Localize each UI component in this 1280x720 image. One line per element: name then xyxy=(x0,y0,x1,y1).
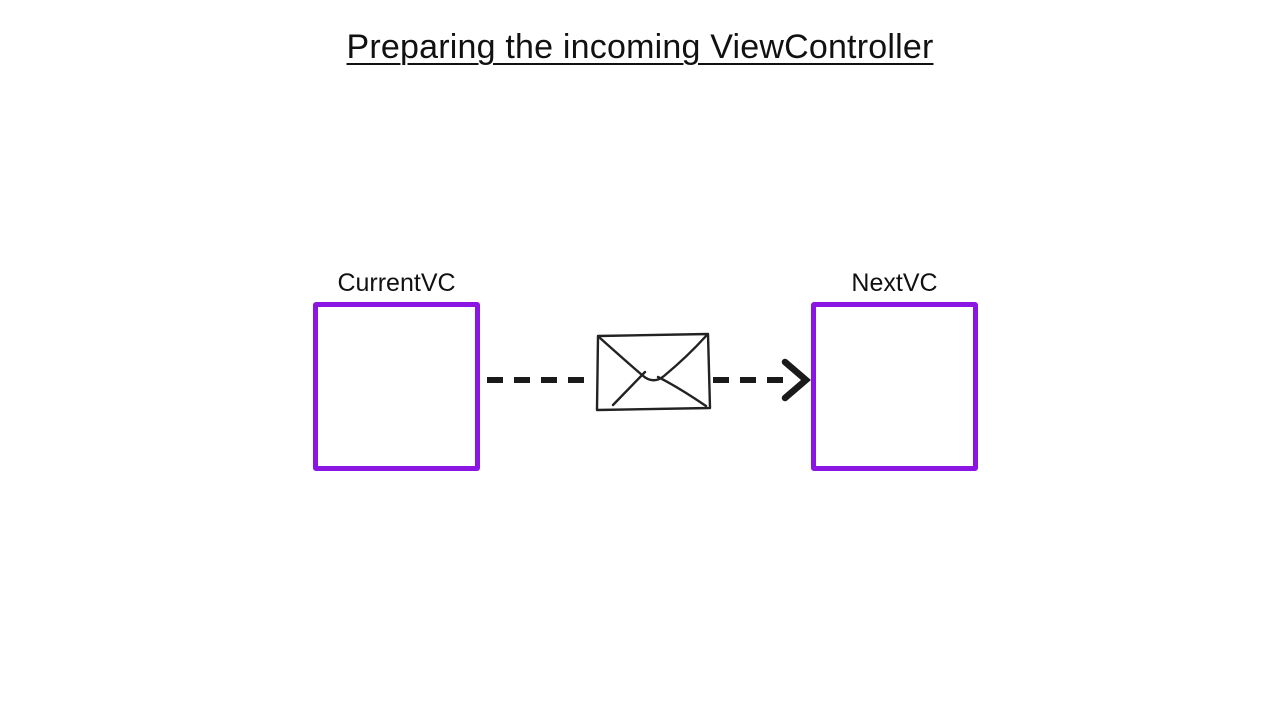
dashed-arrow-connector xyxy=(487,332,811,412)
page-title: Preparing the incoming ViewController xyxy=(346,28,934,66)
next-vc-box xyxy=(811,302,978,471)
current-vc-box xyxy=(313,302,480,471)
next-vc-label: NextVC xyxy=(851,269,938,297)
envelope-icon xyxy=(595,332,712,412)
current-vc-label: CurrentVC xyxy=(337,269,456,297)
arrowhead-icon xyxy=(781,358,811,402)
